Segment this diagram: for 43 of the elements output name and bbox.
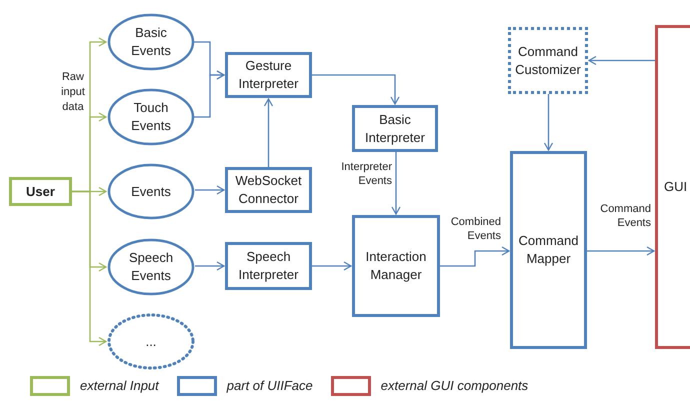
node-label: GUI xyxy=(663,178,688,196)
node-label: Events xyxy=(130,182,172,200)
arrow xyxy=(588,56,655,66)
legend-label: external Input xyxy=(80,377,159,396)
user-box xyxy=(9,177,72,206)
legend-label: external GUI components xyxy=(380,377,528,396)
arrow xyxy=(195,185,225,195)
gui-box xyxy=(655,25,690,349)
event-ellipse xyxy=(107,238,195,296)
process-box xyxy=(352,215,440,317)
arrow xyxy=(72,190,107,346)
process-box xyxy=(510,151,587,349)
arrow xyxy=(312,74,400,105)
event-ellipse xyxy=(107,88,195,146)
process-box xyxy=(225,52,312,98)
event-ellipse xyxy=(107,163,195,220)
node-label: Command Mapper xyxy=(518,232,580,268)
node-label: Speech Interpreter xyxy=(238,248,300,284)
arrow xyxy=(391,152,401,215)
arrow xyxy=(587,246,655,256)
process-box xyxy=(225,167,312,213)
node-label: WebSocket Connector xyxy=(234,172,303,208)
arrow xyxy=(195,261,225,271)
process-box xyxy=(352,105,438,152)
process-box xyxy=(508,27,588,94)
arrow xyxy=(544,94,554,151)
node-label: Basic Interpreter xyxy=(364,110,426,146)
arrow xyxy=(440,246,510,267)
arrow xyxy=(191,70,225,118)
node-label: Basic Events xyxy=(130,24,172,60)
node-label: Speech Events xyxy=(128,249,174,285)
event-ellipse xyxy=(107,313,195,370)
arrow xyxy=(264,98,274,167)
node-label: ... xyxy=(144,332,158,350)
event-ellipse xyxy=(107,13,195,71)
arrow xyxy=(312,261,352,271)
node-label: Command Customizer xyxy=(514,42,582,78)
process-box xyxy=(225,242,312,290)
node-label: Gesture Interpreter xyxy=(238,57,300,93)
node-label: Touch Events xyxy=(130,99,172,135)
legend-label: part of UIIFace xyxy=(226,377,313,396)
node-label: User xyxy=(26,182,55,200)
node-label: Interaction Manager xyxy=(364,248,428,284)
